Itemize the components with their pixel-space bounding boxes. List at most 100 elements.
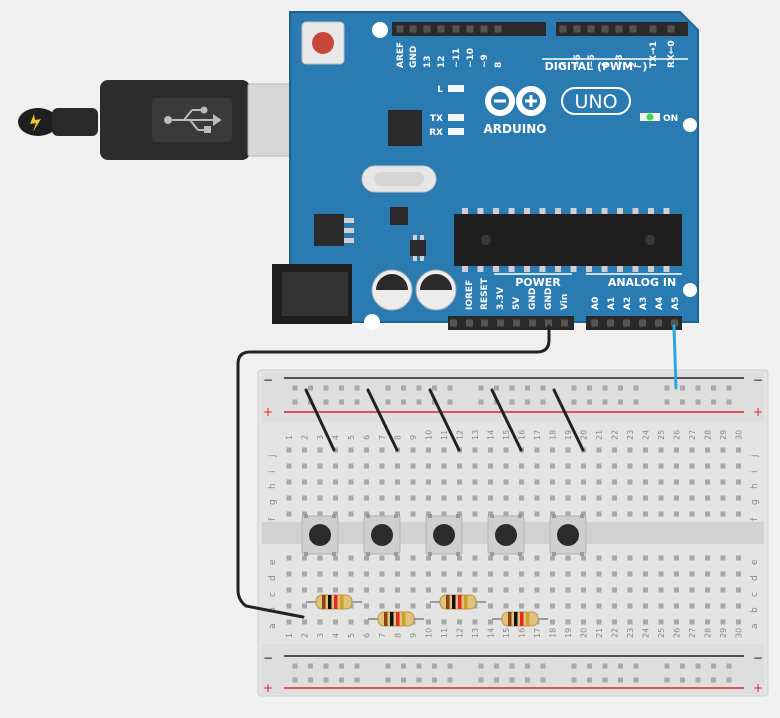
breadboard-hole[interactable] [674,511,679,517]
breadboard-hole[interactable] [302,603,307,609]
breadboard-hole[interactable] [457,555,462,561]
breadboard-hole[interactable] [441,555,447,561]
breadboard-hole[interactable] [488,555,493,561]
rail-hole[interactable] [292,385,298,391]
breadboard-hole[interactable] [426,495,431,501]
breadboard-hole[interactable] [286,495,292,501]
rail-hole[interactable] [587,385,592,391]
rail-hole[interactable] [571,385,577,391]
breadboard-hole[interactable] [379,463,385,469]
breadboard-hole[interactable] [457,619,462,625]
wire-button-1[interactable] [304,388,336,452]
rail-hole[interactable] [525,663,530,669]
breadboard-hole[interactable] [643,511,648,517]
breadboard-hole[interactable] [736,479,741,485]
rail-hole[interactable] [401,385,406,391]
breadboard-hole[interactable] [441,619,447,625]
breadboard-hole[interactable] [565,463,571,469]
power-pin-socket[interactable] [513,319,520,327]
breadboard-hole[interactable] [410,447,416,453]
breadboard-hole[interactable] [410,479,416,485]
breadboard-hole[interactable] [395,463,400,469]
rail-hole[interactable] [292,677,298,683]
breadboard-hole[interactable] [720,479,726,485]
rail-hole[interactable] [525,385,530,391]
breadboard-hole[interactable] [348,619,354,625]
breadboard-hole[interactable] [596,603,602,609]
breadboard-hole[interactable] [612,619,617,625]
breadboard-hole[interactable] [674,587,679,593]
rail-hole[interactable] [385,663,391,669]
breadboard-hole[interactable] [612,587,617,593]
breadboard-hole[interactable] [348,447,354,453]
breadboard-hole[interactable] [410,571,416,577]
breadboard-hole[interactable] [720,555,726,561]
analog-pin-socket[interactable] [591,319,598,327]
breadboard-hole[interactable] [581,619,586,625]
breadboard-hole[interactable] [503,603,509,609]
breadboard-hole[interactable] [565,447,571,453]
breadboard-hole[interactable] [426,619,431,625]
breadboard-hole[interactable] [581,495,586,501]
breadboard-hole[interactable] [612,511,617,517]
breadboard-hole[interactable] [627,619,633,625]
breadboard-hole[interactable] [658,479,664,485]
breadboard-hole[interactable] [472,447,478,453]
breadboard-hole[interactable] [612,447,617,453]
breadboard-hole[interactable] [488,447,493,453]
breadboard-hole[interactable] [441,463,447,469]
breadboard-hole[interactable] [565,511,571,517]
breadboard-hole[interactable] [627,587,633,593]
breadboard-hole[interactable] [736,555,741,561]
rail-hole[interactable] [587,399,592,405]
breadboard-hole[interactable] [472,463,478,469]
analog-pin-socket[interactable] [623,319,630,327]
rail-hole[interactable] [478,677,484,683]
breadboard-hole[interactable] [426,479,431,485]
breadboard-hole[interactable] [302,587,307,593]
breadboard-hole[interactable] [720,495,726,501]
breadboard-hole[interactable] [581,571,586,577]
breadboard-hole[interactable] [503,463,509,469]
breadboard-hole[interactable] [534,587,540,593]
rail-hole[interactable] [680,677,685,683]
rail-hole[interactable] [587,663,592,669]
digital-pin-socket[interactable] [587,25,595,33]
breadboard-hole[interactable] [395,495,400,501]
breadboard-hole[interactable] [395,479,400,485]
breadboard-hole[interactable] [348,479,354,485]
rail-hole[interactable] [618,677,623,683]
rail-hole[interactable] [509,677,515,683]
breadboard-hole[interactable] [410,511,416,517]
breadboard-hole[interactable] [550,479,555,485]
breadboard-hole[interactable] [426,603,431,609]
breadboard-hole[interactable] [596,511,602,517]
breadboard-hole[interactable] [705,571,710,577]
rail-hole[interactable] [292,663,298,669]
breadboard-hole[interactable] [720,571,726,577]
analog-pin-socket[interactable] [655,319,662,327]
breadboard-hole[interactable] [705,555,710,561]
breadboard-hole[interactable] [596,555,602,561]
digital-pin-socket[interactable] [559,25,567,33]
breadboard-hole[interactable] [674,571,679,577]
breadboard-hole[interactable] [503,495,509,501]
breadboard-hole[interactable] [674,603,679,609]
breadboard-hole[interactable] [488,603,493,609]
breadboard-hole[interactable] [627,495,633,501]
rail-hole[interactable] [447,677,453,683]
breadboard-hole[interactable] [317,479,323,485]
breadboard-hole[interactable] [488,463,493,469]
breadboard-hole[interactable] [333,463,338,469]
rail-hole[interactable] [726,399,732,405]
rail-hole[interactable] [695,663,701,669]
breadboard-hole[interactable] [379,603,385,609]
breadboard-hole[interactable] [705,479,710,485]
breadboard-hole[interactable] [333,571,338,577]
breadboard-hole[interactable] [736,571,741,577]
rail-hole[interactable] [525,677,530,683]
breadboard-hole[interactable] [379,479,385,485]
breadboard-hole[interactable] [364,447,369,453]
push-button-5[interactable] [549,514,587,556]
breadboard-hole[interactable] [364,587,369,593]
